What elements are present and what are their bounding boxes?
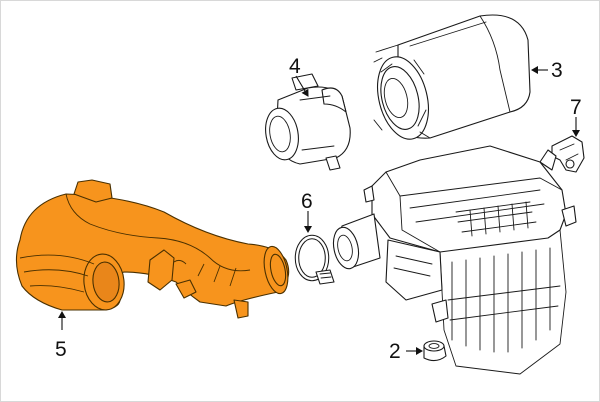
air-cleaner-housing	[332, 145, 577, 375]
callout-5: 5	[55, 338, 67, 361]
callout-7: 7	[570, 96, 582, 119]
air-filter-element	[373, 14, 531, 140]
leader-4	[295, 75, 309, 97]
callout-6: 6	[301, 190, 313, 213]
hose-clamp	[294, 234, 335, 285]
grommet	[423, 340, 447, 362]
sensor-bracket	[551, 135, 585, 173]
air-intake-duct	[15, 179, 290, 319]
callout-3: 3	[551, 59, 563, 82]
callout-4: 4	[289, 55, 301, 78]
callout-2: 2	[389, 340, 401, 363]
leader-lines	[58, 66, 580, 355]
mass-air-flow-sensor	[265, 73, 351, 171]
